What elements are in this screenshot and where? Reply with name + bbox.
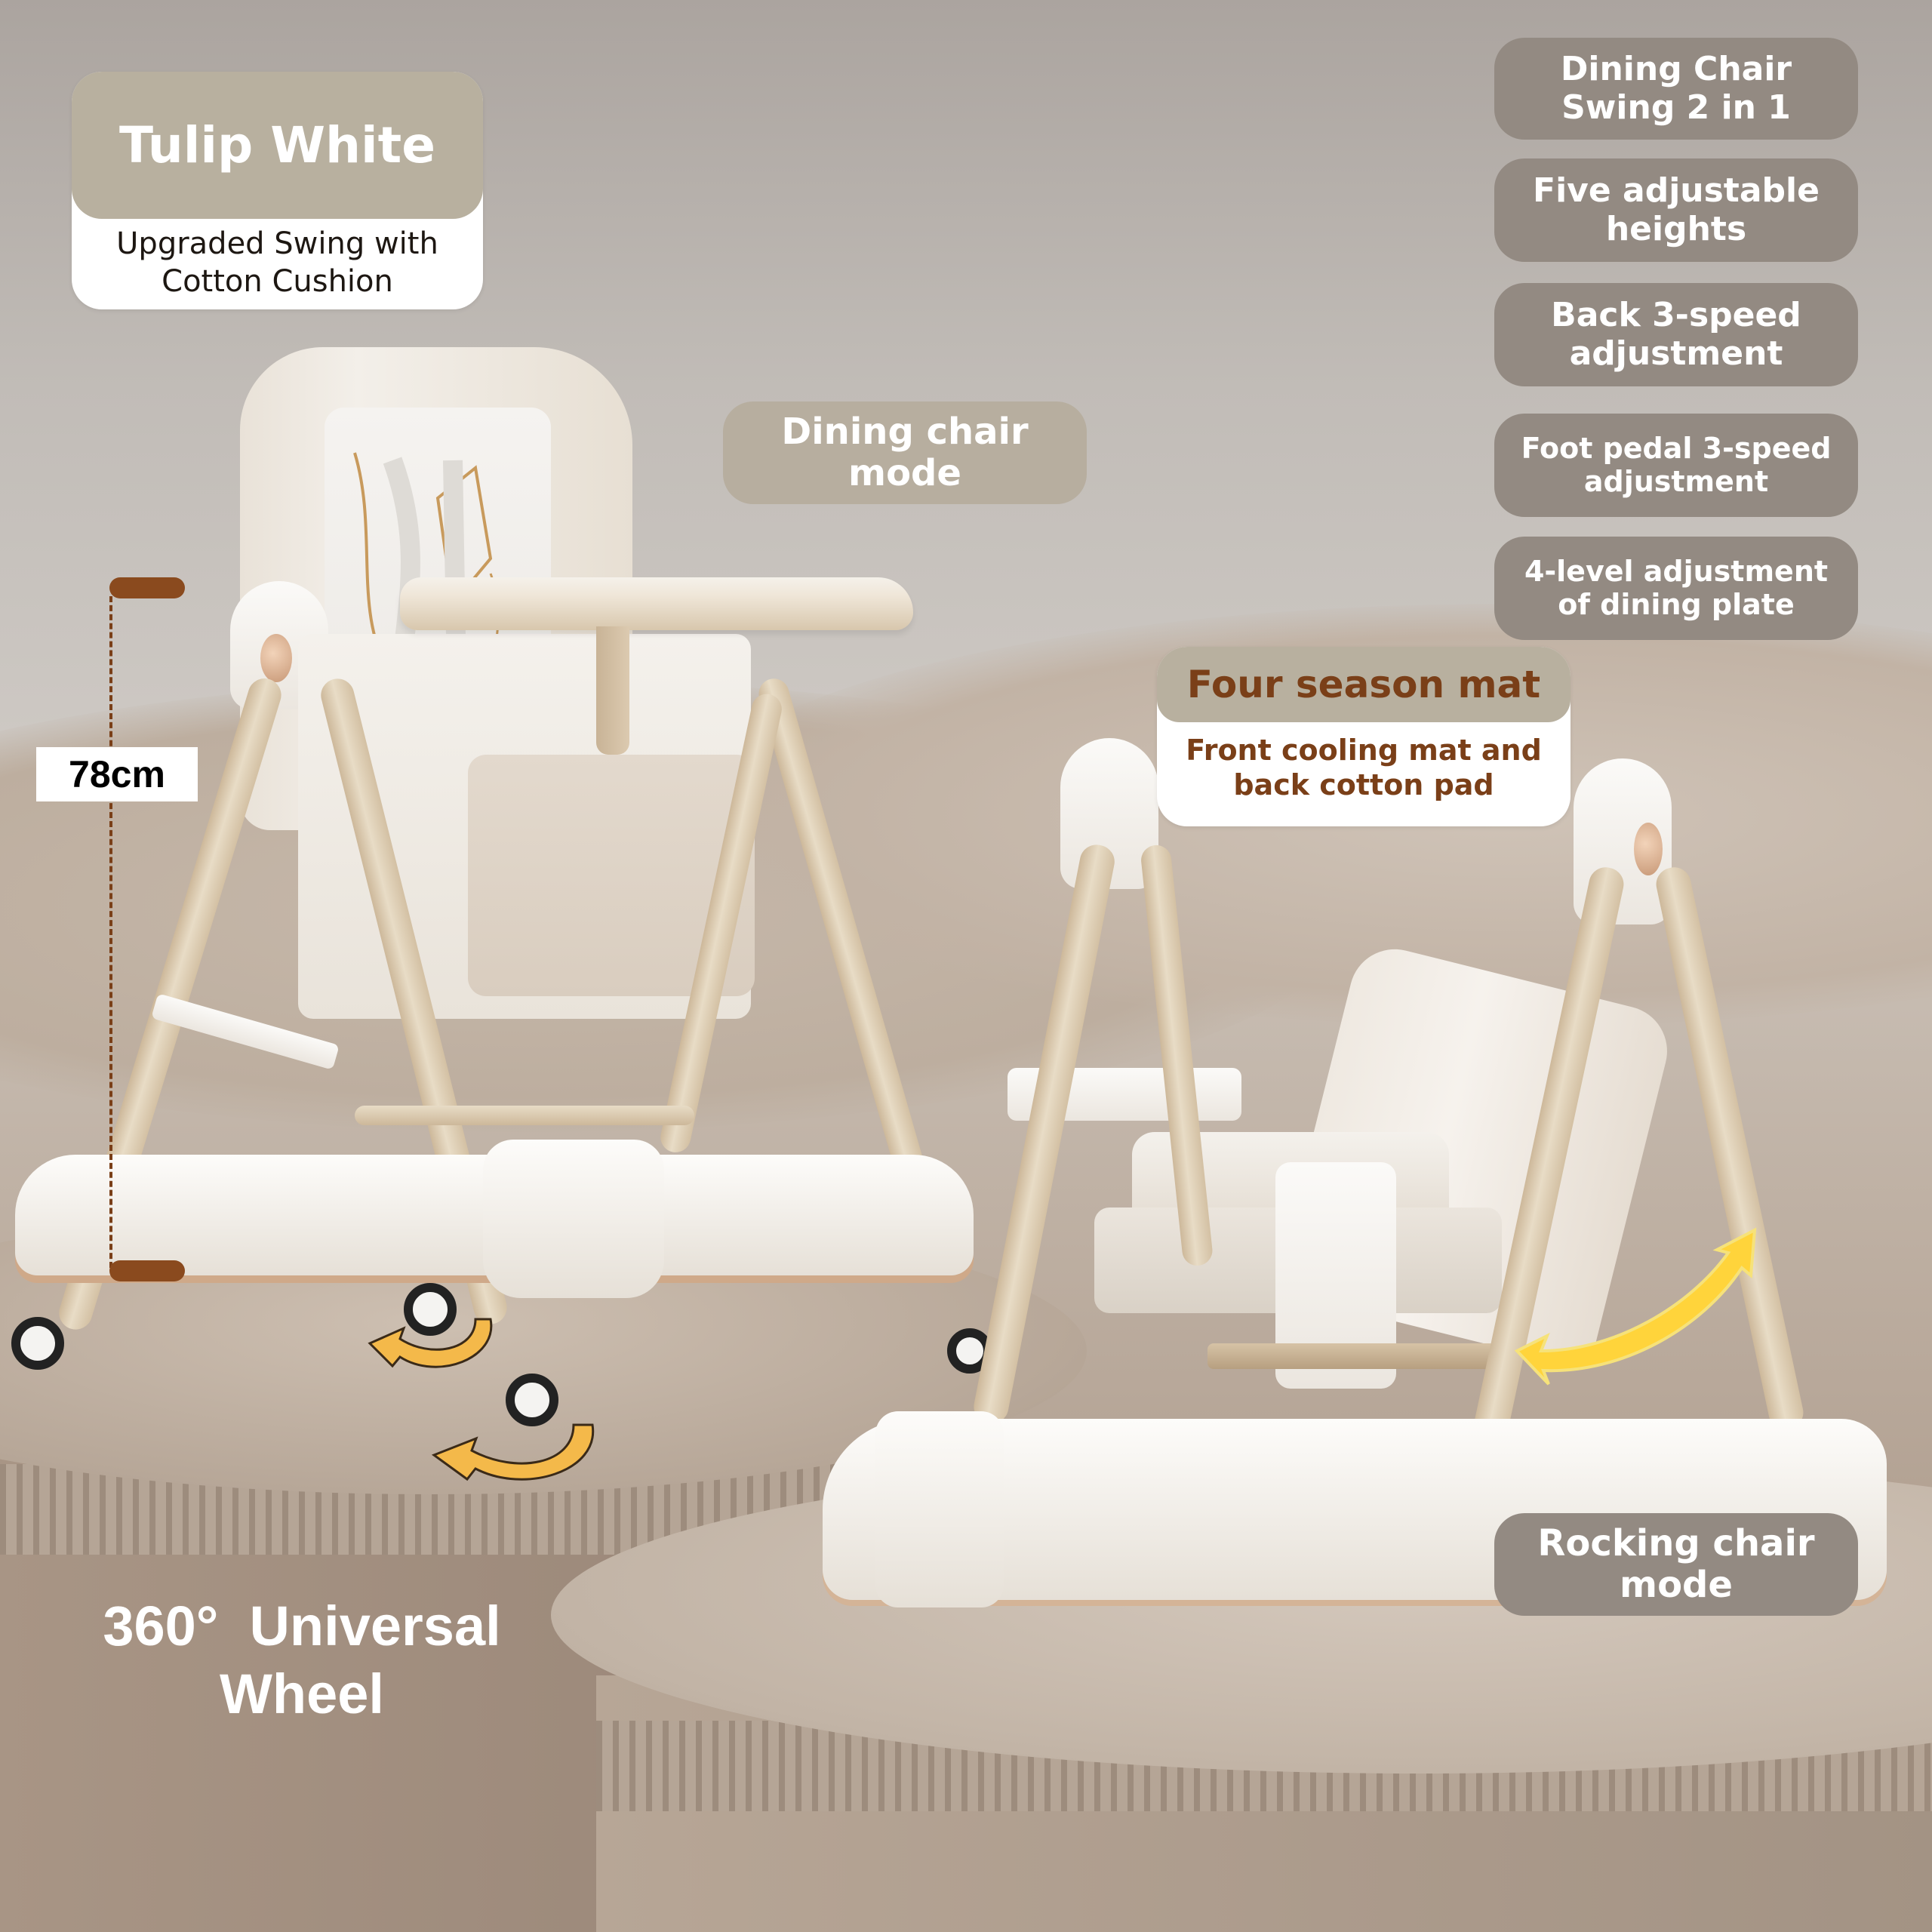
- mat-card-desc: Front cooling mat and back cotton pad: [1157, 722, 1571, 802]
- caption-line: Wheel: [220, 1663, 384, 1725]
- mat-title: Four season mat: [1186, 663, 1541, 706]
- label-line: 4-level adjustment: [1524, 554, 1829, 588]
- caption-line: 360° Universal: [103, 1595, 501, 1657]
- tray-stem: [596, 626, 629, 755]
- swing-crossbar: [1208, 1343, 1509, 1369]
- dining-tray: [400, 577, 913, 630]
- label-line: mode: [848, 452, 961, 494]
- measure-value: 78cm: [69, 753, 165, 795]
- label-line: adjustment: [1569, 334, 1783, 373]
- mat-card: Four season mat Front cooling mat and ba…: [1157, 647, 1571, 826]
- copper-knob-icon: [1634, 823, 1663, 875]
- label-line: Back 3-speed: [1551, 295, 1801, 334]
- dining-mode-label: Dining chair mode: [723, 401, 1087, 504]
- measure-cap-bottom: [109, 1260, 185, 1281]
- feature-pill: 4-level adjustment of dining plate: [1494, 537, 1858, 640]
- color-card-header: Tulip White: [72, 72, 483, 219]
- measure-dashed-line: [109, 596, 112, 1268]
- subtitle-line: Upgraded Swing with: [116, 226, 438, 261]
- label-line: adjustment: [1583, 464, 1769, 498]
- dining-chair-front-foot: [483, 1140, 664, 1298]
- color-card-subtitle: Upgraded Swing with Cotton Cushion: [72, 219, 483, 300]
- feature-pill: Foot pedal 3-speed adjustment: [1494, 414, 1858, 517]
- color-card: Tulip White Upgraded Swing with Cotton C…: [72, 72, 483, 309]
- label-line: Rocking chair: [1537, 1521, 1815, 1564]
- label-line: Foot pedal 3-speed: [1521, 431, 1832, 465]
- desc-line: back cotton pad: [1233, 768, 1494, 801]
- dining-chair-crossbar: [355, 1106, 694, 1125]
- rotate-arrow-icon: [368, 1318, 493, 1368]
- wheel-caption: 360° Universal Wheel: [75, 1592, 528, 1728]
- feature-pill: Five adjustable heights: [1494, 158, 1858, 262]
- color-name: Tulip White: [119, 116, 435, 174]
- label-line: Dining Chair: [1560, 49, 1792, 88]
- label-line: of dining plate: [1558, 587, 1795, 621]
- subtitle-line: Cotton Cushion: [162, 264, 393, 299]
- label-line: Five adjustable: [1533, 171, 1820, 210]
- label-line: heights: [1605, 209, 1747, 248]
- desc-line: Front cooling mat and: [1186, 734, 1542, 767]
- copper-knob-icon: [260, 634, 292, 682]
- mat-card-header: Four season mat: [1157, 647, 1571, 722]
- rocking-mode-label: Rocking chair mode: [1494, 1513, 1858, 1616]
- swing-front-foot: [875, 1411, 1004, 1607]
- feature-pill: Dining Chair Swing 2 in 1: [1494, 38, 1858, 140]
- feature-pill: Back 3-speed adjustment: [1494, 283, 1858, 386]
- caster-wheel: [11, 1317, 64, 1370]
- rotate-arrow-icon: [431, 1423, 595, 1481]
- measure-value-label: 78cm: [36, 747, 198, 801]
- label-line: Dining chair: [781, 410, 1029, 453]
- rocking-arrow-icon: [1514, 1227, 1757, 1386]
- measure-cap-top: [109, 577, 185, 598]
- label-line: Swing 2 in 1: [1561, 88, 1791, 127]
- label-line: mode: [1620, 1564, 1733, 1606]
